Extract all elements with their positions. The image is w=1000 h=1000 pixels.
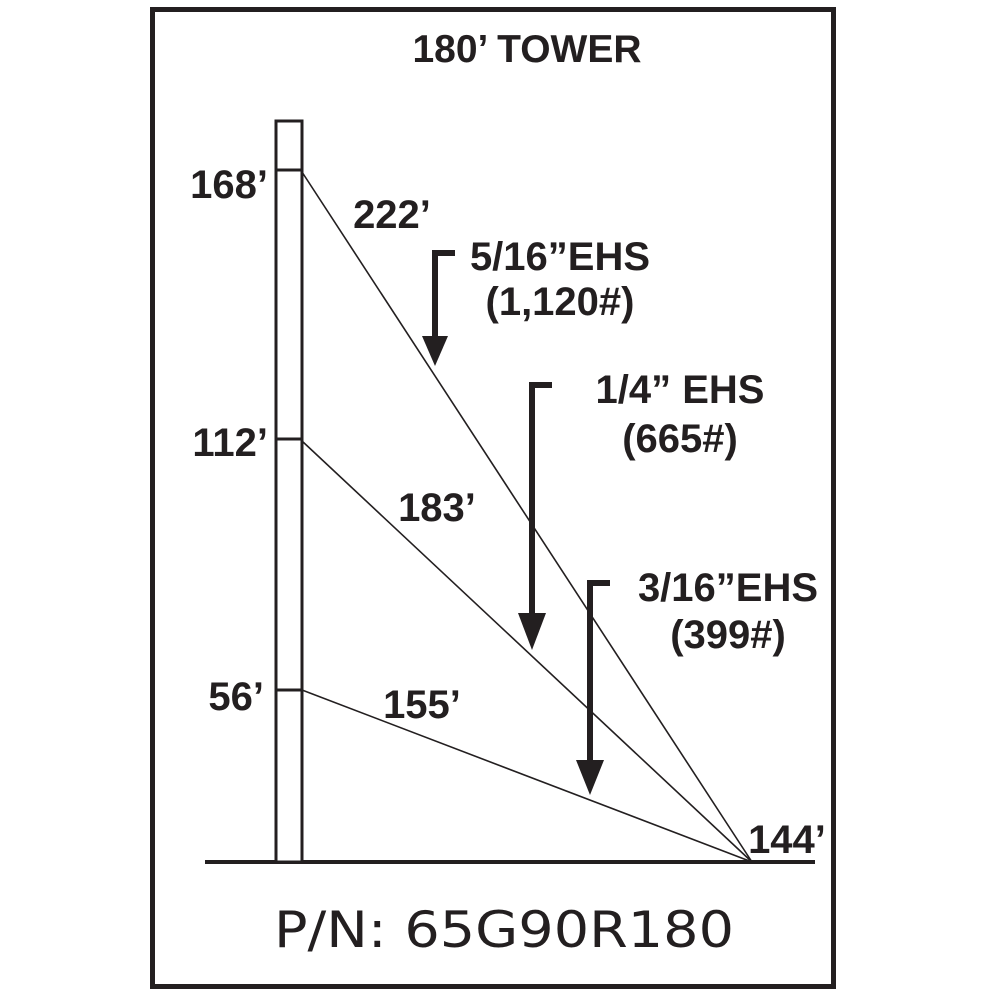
callout-arrow-top: [422, 250, 455, 366]
callout-arrow-bottom: [576, 580, 610, 795]
cable-size-top: 5/16”EHS: [470, 235, 650, 279]
height-label-56: 56’: [208, 675, 264, 719]
height-label-168: 168’: [190, 163, 268, 207]
callout-arrow-middle: [518, 382, 552, 650]
cable-size-middle: 1/4” EHS: [596, 368, 765, 412]
tower-mast: [274, 119, 304, 864]
anchor-distance-label: 144’: [748, 818, 826, 862]
height-label-112: 112’: [192, 421, 268, 465]
guy-length-222: 222’: [353, 193, 431, 237]
guy-wire-middle: [301, 440, 753, 863]
cable-rating-top: (1,120#): [486, 280, 635, 324]
cable-size-bottom: 3/16”EHS: [638, 566, 818, 610]
cable-rating-bottom: (399#): [670, 613, 786, 657]
cable-rating-middle: (665#): [622, 417, 738, 461]
diagram-title: 180’ TOWER: [412, 28, 641, 71]
guy-wire-bottom: [301, 689, 753, 863]
drawing-border: [150, 7, 836, 989]
guy-length-155: 155’: [383, 683, 461, 727]
part-number: P/N: 65G90R180: [274, 901, 734, 959]
guy-length-183: 183’: [398, 486, 476, 530]
guy-wire-top: [301, 171, 753, 863]
